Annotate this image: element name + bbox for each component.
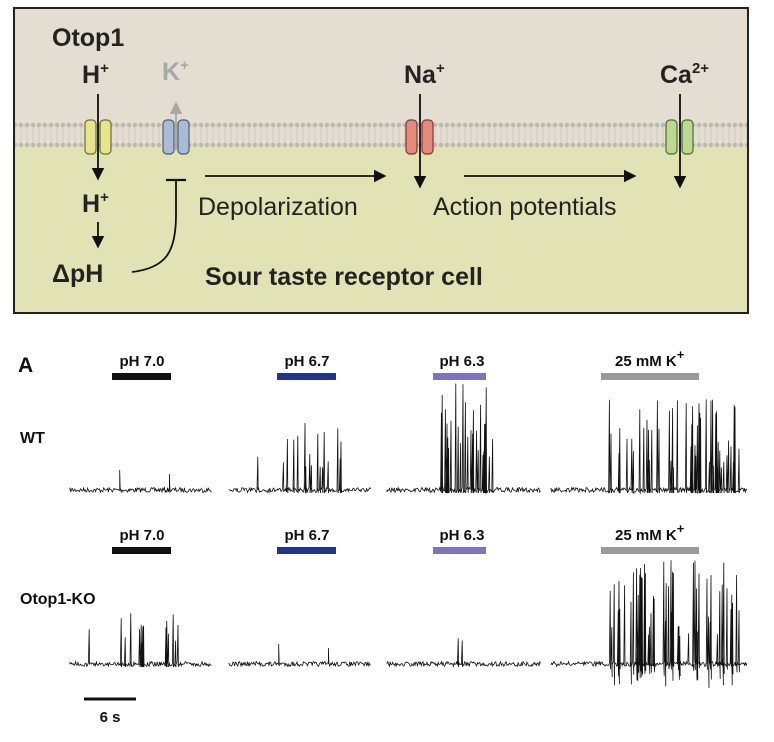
stimulus-group-ko: pH 7.0 pH 6.7 pH 6.3 25 mM K+: [112, 521, 699, 554]
calcium-channel: [665, 119, 694, 155]
voltage-trace: [550, 399, 748, 495]
stimulus-bar: [112, 547, 171, 554]
action-potentials-label: Action potentials: [433, 193, 616, 221]
voltage-trace: [550, 560, 748, 689]
calcium-label: Ca2+: [660, 60, 709, 89]
stimulus-label: 25 mM K+: [615, 521, 685, 544]
sodium-label: Na+: [404, 60, 445, 89]
stimulus-label: pH 6.7: [284, 527, 329, 544]
proton-intracellular: H+: [82, 189, 109, 218]
potassium-channel: [162, 119, 190, 155]
stimulus-label: pH 6.3: [439, 527, 484, 544]
stimulus-label: pH 6.3: [439, 353, 484, 370]
stimulus-bar: [601, 547, 699, 554]
stimulus-bar: [433, 373, 486, 380]
time-scale-label: 6 s: [100, 709, 121, 726]
ph-inhibition-curve: [131, 180, 177, 273]
sodium-channel: [405, 119, 434, 155]
stimulus-label: pH 7.0: [119, 353, 164, 370]
otop1-label: Otop1: [52, 24, 124, 52]
delta-ph-label: ΔpH: [52, 260, 103, 288]
voltage-trace: [69, 469, 212, 494]
stimulus-label: 25 mM K+: [615, 347, 685, 370]
stimulus-label: pH 6.7: [284, 353, 329, 370]
voltage-trace: [228, 422, 371, 494]
cell-type-label: Sour taste receptor cell: [205, 263, 483, 291]
receptor-cell-diagram: Otop1 H+ H+ ΔpH K+ Depolarization Na+: [13, 7, 749, 314]
row-label-otop1-ko: Otop1-KO: [20, 591, 96, 608]
stimulus-label: pH 7.0: [119, 527, 164, 544]
voltage-trace: [69, 613, 212, 668]
panel-letter: A: [18, 354, 33, 377]
voltage-trace: [386, 383, 541, 495]
stimulus-bar: [277, 547, 336, 554]
stimulus-bar: [277, 373, 336, 380]
stimulus-bar: [601, 373, 699, 380]
voltage-trace: [228, 643, 371, 668]
depolarization-label: Depolarization: [198, 193, 358, 221]
stimulus-bar: [112, 373, 171, 380]
recording-panel: A WT Otop1-KO pH 7.0 pH 6.7 pH 6.3 25 mM…: [18, 347, 748, 726]
voltage-trace: [386, 638, 541, 668]
stimulus-bar: [433, 547, 486, 554]
row-label-wt: WT: [20, 430, 45, 447]
cell-membrane: [15, 122, 747, 152]
proton-extracellular: H+: [82, 60, 109, 89]
stimulus-group-wt: pH 7.0 pH 6.7 pH 6.3 25 mM K+: [112, 347, 699, 380]
otop1-channel: [84, 119, 112, 155]
voltage-traces: [69, 383, 748, 689]
potassium-label: K+: [162, 57, 189, 86]
